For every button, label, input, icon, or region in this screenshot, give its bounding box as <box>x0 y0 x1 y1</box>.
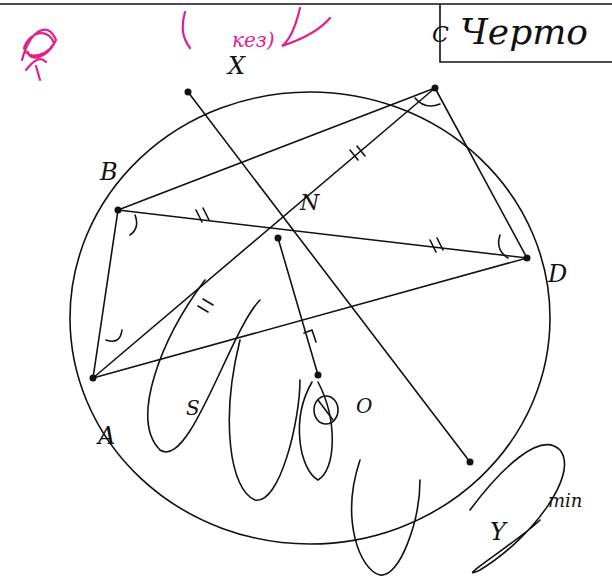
point-label: Y <box>490 520 506 544</box>
point-label: Черто <box>460 14 588 50</box>
point-label: A <box>98 424 115 448</box>
point-label: O <box>356 396 372 416</box>
point-label: C <box>432 24 449 46</box>
point-label: D <box>548 262 567 286</box>
point-label: N <box>300 192 319 214</box>
point-label: X <box>228 54 245 78</box>
point-label: кез) <box>232 30 275 50</box>
point-label: S <box>186 398 200 418</box>
point-label: min <box>548 492 582 510</box>
point-label: B <box>100 160 118 184</box>
